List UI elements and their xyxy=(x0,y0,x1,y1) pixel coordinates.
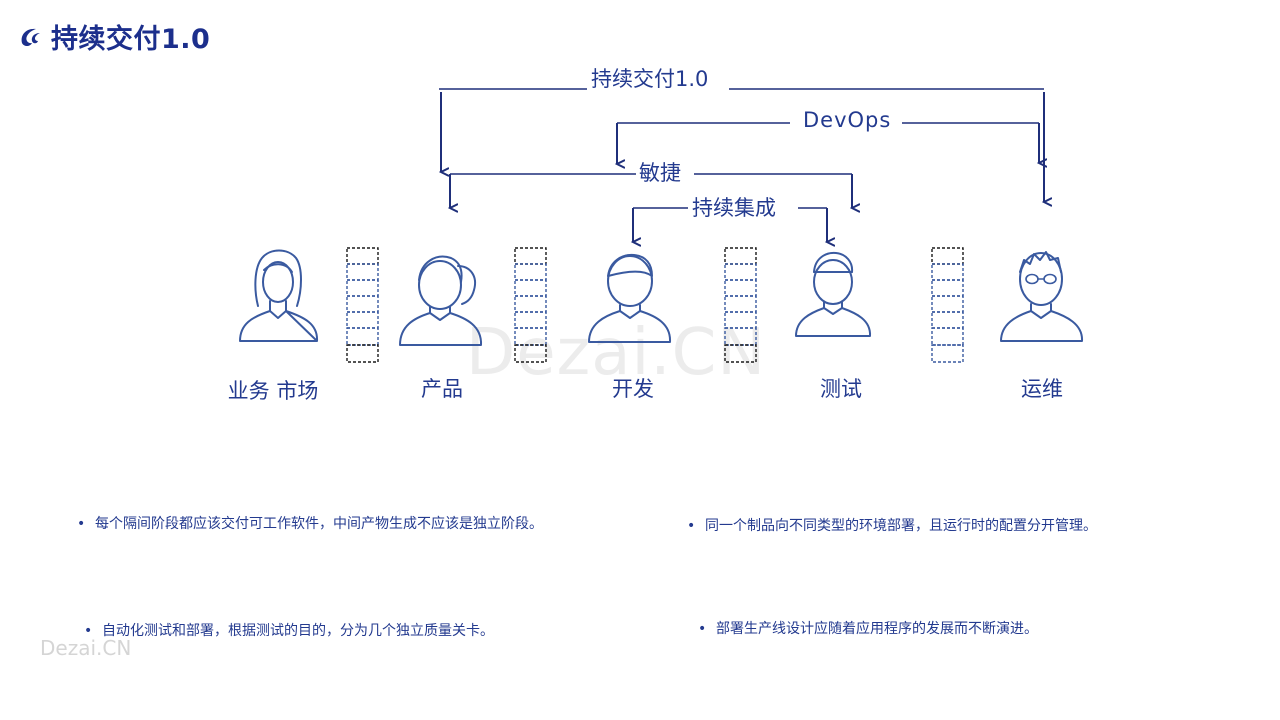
handoff-queue-3 xyxy=(724,247,757,363)
bullet-icon: • xyxy=(77,516,86,532)
bullet-icon: • xyxy=(698,621,707,637)
note-item: • 自动化测试和部署，根据测试的目的，分为几个独立质量关卡。 xyxy=(84,620,494,640)
agile-label: 敏捷 xyxy=(636,157,684,187)
woman-ponytail-avatar-icon xyxy=(399,255,483,346)
man-glasses-avatar-icon xyxy=(1000,251,1084,342)
continuous-integration-label: 持续集成 xyxy=(689,192,779,222)
role-label-business: 业务 市场 xyxy=(227,379,319,403)
note-item: • 部署生产线设计应随着应用程序的发展而不断演进。 xyxy=(698,618,1038,638)
role-label-testing: 测试 xyxy=(820,377,862,401)
handoff-queue-2 xyxy=(514,247,547,363)
brand-logo-icon xyxy=(21,28,40,46)
role-label-operations: 运维 xyxy=(1021,377,1063,401)
role-label-product: 产品 xyxy=(421,377,463,401)
continuous-delivery-bracket xyxy=(439,88,1044,202)
role-label-development: 开发 xyxy=(612,377,654,401)
note-text: 部署生产线设计应随着应用程序的发展而不断演进。 xyxy=(716,621,1038,637)
note-text: 每个隔间阶段都应该交付可工作软件，中间产物生成不应该是独立阶段。 xyxy=(95,516,543,532)
bullet-icon: • xyxy=(84,623,93,639)
continuous-delivery-label: 持续交付1.0 xyxy=(588,63,712,93)
devops-label: DevOps xyxy=(800,108,895,132)
agile-bracket xyxy=(450,173,852,208)
note-text: 自动化测试和部署，根据测试的目的，分为几个独立质量关卡。 xyxy=(102,623,494,639)
watermark-corner: Dezai.CN xyxy=(40,636,132,660)
bullet-icon: • xyxy=(687,518,696,534)
man-cap-avatar-icon xyxy=(795,251,872,337)
note-item: • 同一个制品向不同类型的环境部署，且运行时的配置分开管理。 xyxy=(687,515,1097,535)
handoff-queue-1 xyxy=(346,247,379,363)
note-item: • 每个隔间阶段都应该交付可工作软件，中间产物生成不应该是独立阶段。 xyxy=(77,513,543,533)
note-text: 同一个制品向不同类型的环境部署，且运行时的配置分开管理。 xyxy=(705,518,1097,534)
page-title: 持续交付1.0 xyxy=(51,24,211,55)
continuous-integration-bracket xyxy=(633,207,827,242)
handoff-queue-4 xyxy=(931,247,964,363)
devops-bracket xyxy=(617,122,1039,164)
man-avatar-icon xyxy=(588,253,672,343)
woman-avatar-icon xyxy=(239,249,319,342)
